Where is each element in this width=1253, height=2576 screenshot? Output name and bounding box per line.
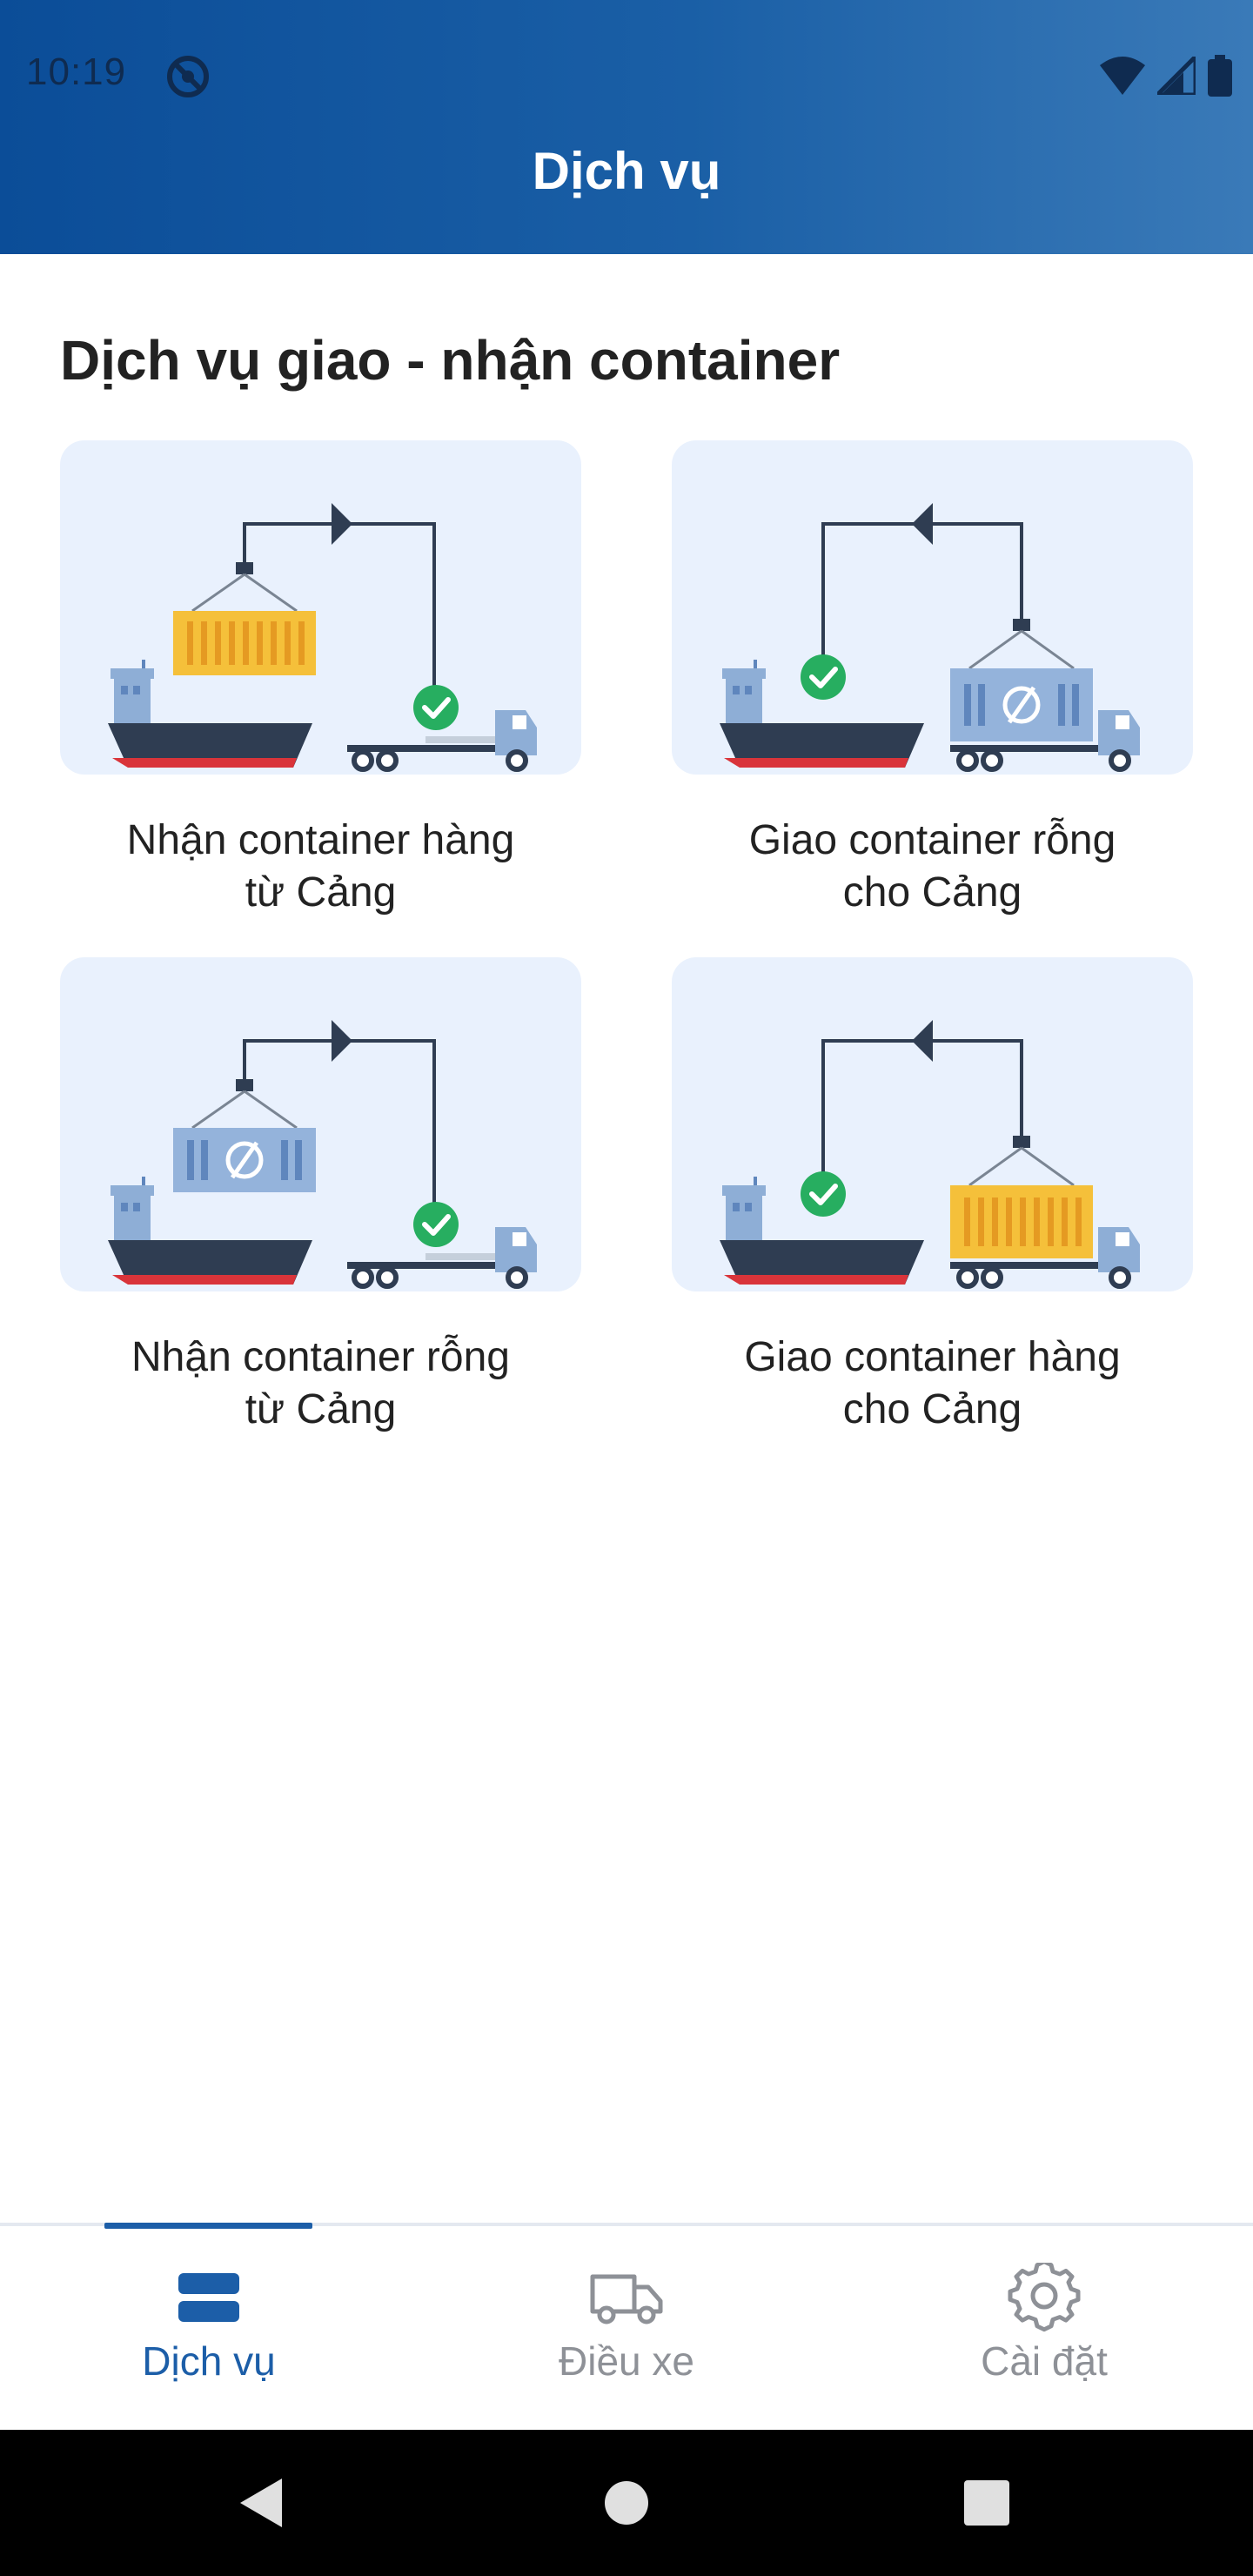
active-tab-indicator [104,2223,312,2229]
section-title: Dịch vụ giao - nhận container [60,329,841,392]
tab-label: Dịch vụ [142,2338,276,2384]
status-icons [1100,54,1232,97]
bottom-nav: Dịch vụ Điều xe Cài đặt [0,2223,1253,2430]
recents-icon[interactable] [955,2472,1018,2534]
deliver-full-container-illustration [672,957,1193,1291]
do-not-disturb-icon [167,56,209,97]
page-title: Dịch vụ [532,142,721,200]
service-label: Giao container hàng cho Cảng [744,1334,1121,1432]
import-full-container-illustration [60,440,581,775]
status-time: 10:19 [26,50,127,93]
import-empty-container-illustration [60,957,581,1291]
service-card-deliver-full[interactable]: Giao container hàng cho Cảng [672,957,1193,1436]
back-icon[interactable] [230,2472,292,2534]
service-card-deliver-empty[interactable]: Giao container rỗng cho Cảng [672,440,1193,919]
app-header: 10:19 Dịch vụ [0,0,1253,254]
tab-dispatch[interactable]: Điều xe [418,2226,835,2430]
home-icon[interactable] [595,2472,658,2534]
battery-icon [1208,55,1232,97]
service-label: Nhận container rỗng từ Cảng [131,1334,510,1432]
service-card-receive-full[interactable]: Nhận container hàng từ Cảng [60,440,581,919]
wifi-icon [1100,57,1145,95]
system-nav-bar [0,2430,1253,2576]
return-empty-container-illustration [672,440,1193,775]
service-label: Nhận container hàng từ Cảng [126,817,515,916]
tab-label: Cài đặt [981,2338,1108,2384]
services-icon [178,2273,239,2322]
settings-gear-icon [1008,2263,1081,2332]
tab-label: Điều xe [559,2338,694,2384]
service-card-receive-empty[interactable]: Nhận container rỗng từ Cảng [60,957,581,1436]
tab-settings[interactable]: Cài đặt [835,2226,1253,2430]
truck-icon [590,2274,663,2324]
tab-services[interactable]: Dịch vụ [0,2226,418,2430]
service-label: Giao container rỗng cho Cảng [748,817,1116,916]
status-bar: 10:19 [0,0,1253,148]
cell-signal-icon [1157,57,1196,95]
